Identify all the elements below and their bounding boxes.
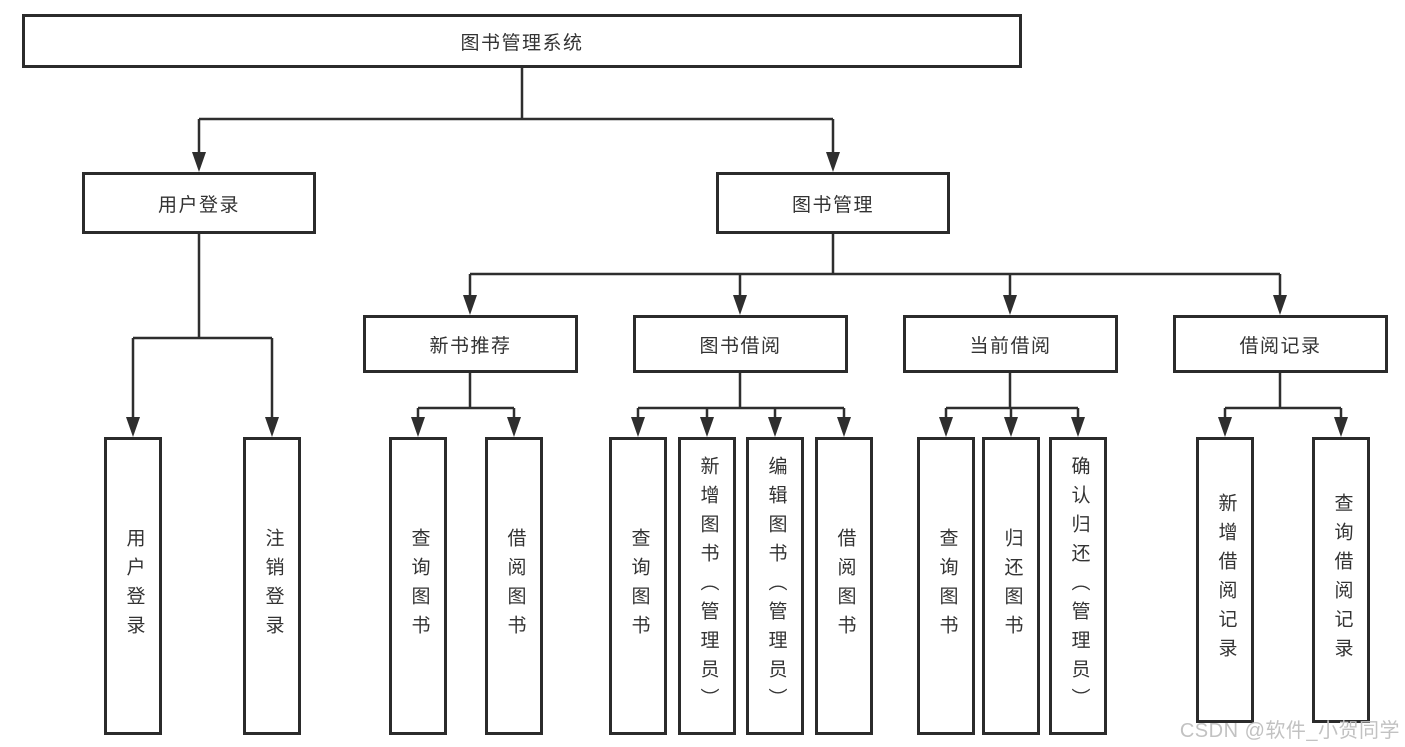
node-borrow-books-borrowing: 借阅图书 xyxy=(815,437,873,735)
node-query-books-recommend: 查询图书 xyxy=(389,437,447,735)
arrow-icon xyxy=(1218,417,1232,437)
node-borrow-books-recommend: 借阅图书 xyxy=(485,437,543,735)
node-query-books-current: 查询图书 xyxy=(917,437,975,735)
node-label: 新书推荐 xyxy=(429,335,512,357)
node-add-borrow-record: 新增借阅记录 xyxy=(1196,437,1254,723)
arrow-icon xyxy=(768,417,782,437)
node-label: 借阅记录 xyxy=(1239,335,1322,357)
arrow-icon xyxy=(1004,417,1018,437)
node-label: 编辑图书（管理员） xyxy=(765,455,787,717)
node-label: 借阅图书 xyxy=(504,528,526,644)
arrow-icon xyxy=(1071,417,1085,437)
node-add-books-admin: 新增图书（管理员） xyxy=(678,437,736,735)
node-label: 借阅图书 xyxy=(834,528,856,644)
arrow-icon xyxy=(700,417,714,437)
node-confirm-return-admin: 确认归还（管理员） xyxy=(1049,437,1107,735)
node-label: 查询图书 xyxy=(408,528,430,644)
arrow-icon xyxy=(1273,295,1287,315)
node-label: 查询图书 xyxy=(936,528,958,644)
arrow-icon xyxy=(631,417,645,437)
node-label: 注销登录 xyxy=(262,528,284,644)
node-return-books: 归还图书 xyxy=(982,437,1040,735)
node-label: 当前借阅 xyxy=(969,335,1052,357)
arrow-icon xyxy=(507,417,521,437)
node-label: 查询图书 xyxy=(628,528,650,644)
node-book-management: 图书管理 xyxy=(716,172,950,234)
node-book-borrowing: 图书借阅 xyxy=(633,315,848,373)
arrow-icon xyxy=(411,417,425,437)
node-new-book-recommend: 新书推荐 xyxy=(363,315,578,373)
csdn-watermark: CSDN @软件_小贺同学 xyxy=(1179,720,1400,742)
node-current-borrowing: 当前借阅 xyxy=(903,315,1118,373)
arrow-icon xyxy=(826,152,840,172)
arrow-icon xyxy=(939,417,953,437)
node-label: 图书管理系统 xyxy=(460,32,584,54)
node-label: 新增借阅记录 xyxy=(1215,493,1237,667)
node-query-books-borrowing: 查询图书 xyxy=(609,437,667,735)
arrow-icon xyxy=(733,295,747,315)
node-user-login-leaf: 用户登录 xyxy=(104,437,162,735)
node-query-borrow-record: 查询借阅记录 xyxy=(1312,437,1370,723)
node-label: 图书借阅 xyxy=(699,335,782,357)
node-label: 新增图书（管理员） xyxy=(697,455,719,717)
arrow-icon xyxy=(1334,417,1348,437)
node-logout-leaf: 注销登录 xyxy=(243,437,301,735)
arrow-icon xyxy=(837,417,851,437)
node-label: 图书管理 xyxy=(791,194,874,216)
arrow-icon xyxy=(126,417,140,437)
node-label: 归还图书 xyxy=(1001,528,1023,644)
node-root: 图书管理系统 xyxy=(22,14,1022,68)
node-borrowing-records: 借阅记录 xyxy=(1173,315,1388,373)
node-label: 确认归还（管理员） xyxy=(1068,455,1090,717)
node-user-login-group: 用户登录 xyxy=(82,172,316,234)
connector-path xyxy=(131,68,1343,420)
node-label: 用户登录 xyxy=(123,528,145,644)
node-label: 用户登录 xyxy=(157,194,240,216)
arrow-icon xyxy=(265,417,279,437)
node-label: 查询借阅记录 xyxy=(1331,493,1353,667)
node-edit-books-admin: 编辑图书（管理员） xyxy=(746,437,804,735)
arrow-icon xyxy=(1003,295,1017,315)
arrow-icon xyxy=(463,295,477,315)
arrow-icon xyxy=(192,152,206,172)
